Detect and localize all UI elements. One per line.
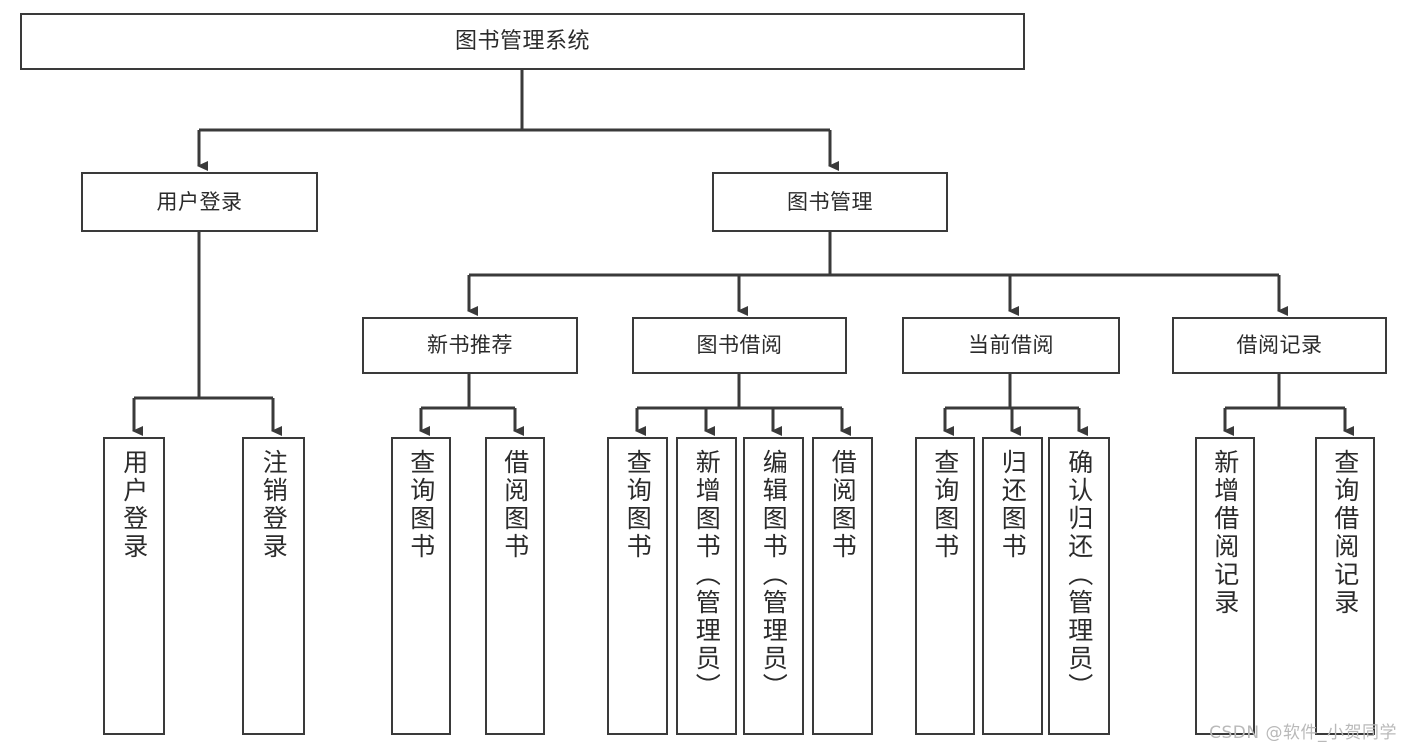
node-current-borrow[interactable]: 当前借阅 [902, 317, 1120, 374]
node-user-logout-leaf-label: 注销登录 [259, 449, 289, 561]
node-query-book-borrow-label: 查询图书 [623, 449, 653, 561]
node-return-book[interactable]: 归还图书 [982, 437, 1043, 735]
node-query-book-recommend[interactable]: 查询图书 [391, 437, 451, 735]
node-add-borrow-record-label: 新增借阅记录 [1210, 449, 1240, 617]
node-borrow-record[interactable]: 借阅记录 [1172, 317, 1387, 374]
node-query-book-recommend-label: 查询图书 [406, 449, 436, 561]
node-user-login-leaf[interactable]: 用户登录 [103, 437, 165, 735]
node-add-borrow-record[interactable]: 新增借阅记录 [1195, 437, 1255, 735]
node-book-borrow[interactable]: 图书借阅 [632, 317, 847, 374]
node-query-book-current-label: 查询图书 [930, 449, 960, 561]
node-borrow-book-label: 借阅图书 [828, 449, 858, 561]
node-confirm-return-admin[interactable]: 确认归还（管理员） [1048, 437, 1110, 735]
node-book-management[interactable]: 图书管理 [712, 172, 948, 232]
node-user-login-label: 用户登录 [156, 189, 243, 214]
node-book-borrow-label: 图书借阅 [696, 333, 783, 358]
node-user-logout-leaf[interactable]: 注销登录 [242, 437, 305, 735]
node-borrow-book[interactable]: 借阅图书 [812, 437, 873, 735]
node-book-management-label: 图书管理 [787, 189, 873, 214]
node-root-label: 图书管理系统 [454, 28, 590, 54]
node-query-book-borrow[interactable]: 查询图书 [607, 437, 668, 735]
node-query-book-current[interactable]: 查询图书 [915, 437, 975, 735]
node-borrow-book-recommend[interactable]: 借阅图书 [485, 437, 545, 735]
node-return-book-label: 归还图书 [998, 449, 1028, 561]
watermark: CSDN @软件_小贺同学 [1209, 723, 1397, 743]
node-confirm-return-admin-label: 确认归还（管理员） [1064, 449, 1094, 701]
node-query-borrow-record-label: 查询借阅记录 [1330, 449, 1360, 617]
node-user-login-leaf-label: 用户登录 [119, 449, 149, 561]
node-new-book-recommend[interactable]: 新书推荐 [362, 317, 578, 374]
node-add-book-admin-label: 新增图书（管理员） [692, 449, 722, 701]
node-new-book-recommend-label: 新书推荐 [427, 333, 513, 358]
node-add-book-admin[interactable]: 新增图书（管理员） [676, 437, 737, 735]
node-query-borrow-record[interactable]: 查询借阅记录 [1315, 437, 1375, 735]
node-root[interactable]: 图书管理系统 [20, 13, 1025, 70]
node-current-borrow-label: 当前借阅 [968, 333, 1054, 358]
node-edit-book-admin-label: 编辑图书（管理员） [759, 449, 789, 701]
node-borrow-book-recommend-label: 借阅图书 [500, 449, 530, 561]
node-user-login[interactable]: 用户登录 [81, 172, 318, 232]
node-edit-book-admin[interactable]: 编辑图书（管理员） [743, 437, 804, 735]
node-borrow-record-label: 借阅记录 [1236, 333, 1323, 358]
